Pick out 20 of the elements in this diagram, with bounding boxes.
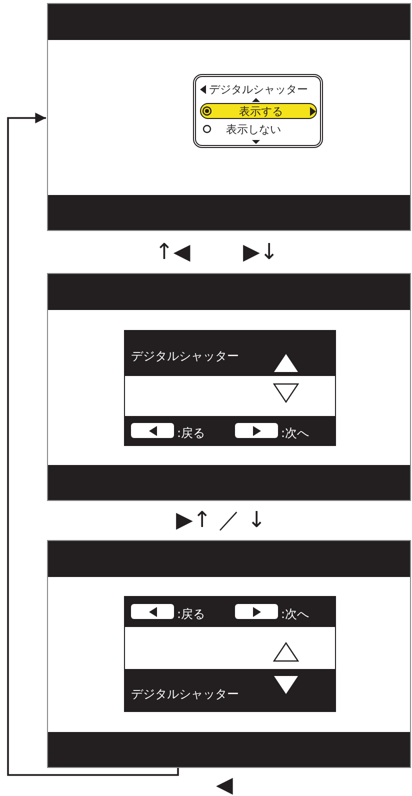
screen-frame (47, 273, 411, 501)
menu-title: デジタルシャッター (209, 82, 308, 96)
key-hint: :次へ (281, 607, 310, 621)
key-hint: :次へ (281, 426, 310, 440)
return-arrow (7, 112, 179, 776)
key-hint: :戻る (177, 426, 206, 440)
menu-popup (193, 74, 323, 148)
display-panel (124, 596, 336, 712)
option-label: 表示しない (226, 122, 281, 136)
key-sequence-label: ▶↑ ／ ↓ (176, 510, 266, 532)
key-sequence-label: ↑◀ (155, 242, 190, 264)
key-sequence-label: ◀ (216, 775, 233, 796)
display-panel (124, 330, 336, 446)
screen-frame (47, 3, 411, 231)
key-hint: :戻る (177, 607, 206, 621)
key-sequence-label: ▶↓ (243, 242, 278, 264)
menu-item: デジタルシャッター (131, 349, 239, 363)
option-label: 表示する (239, 104, 283, 118)
menu-item: デジタルシャッター (131, 687, 239, 701)
screen-frame (47, 540, 411, 768)
